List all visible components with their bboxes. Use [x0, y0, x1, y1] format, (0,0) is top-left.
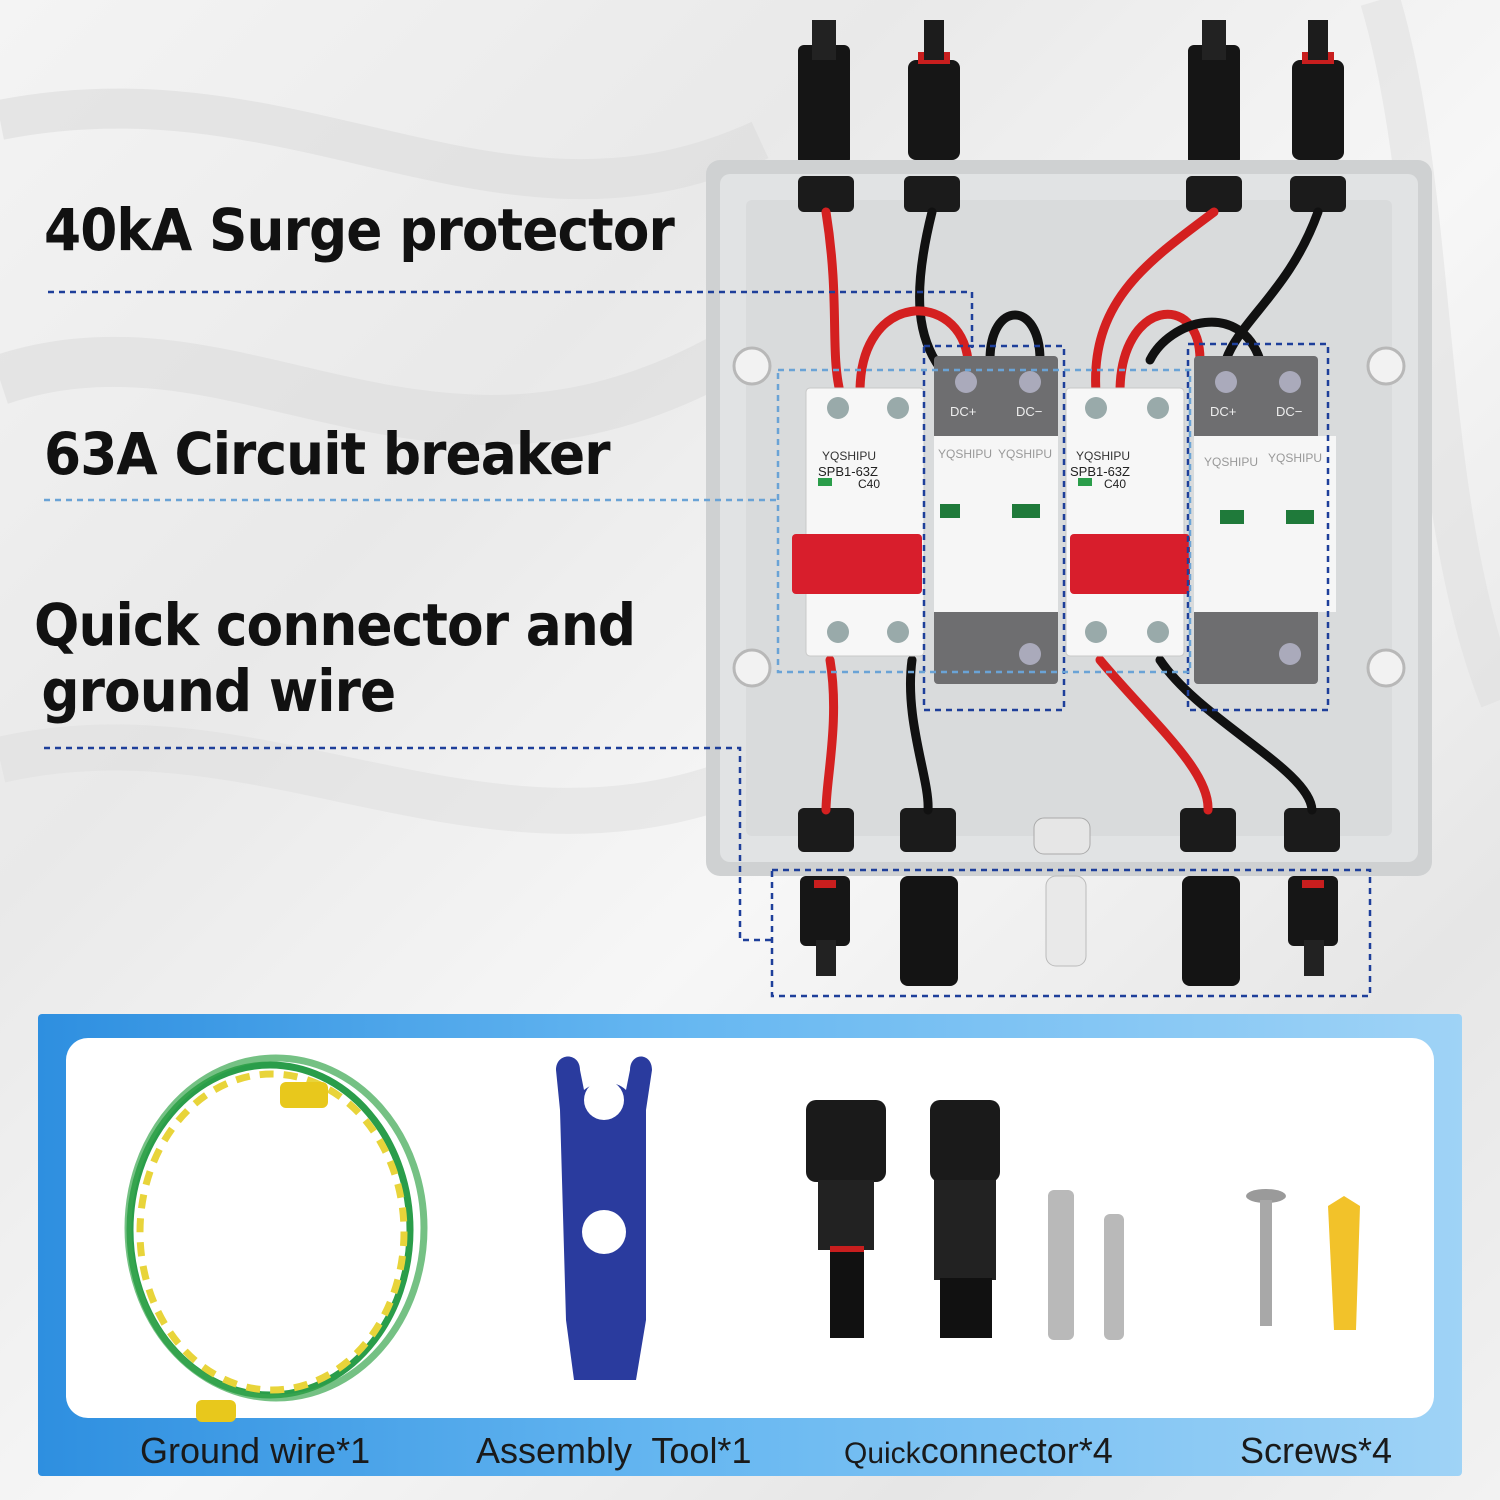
- quick-connector-caption-prefix: Quick: [844, 1437, 921, 1470]
- spd-1-brand: YQSHIPU: [938, 447, 992, 461]
- quick-connector-callout-line1: Quick connector and: [34, 591, 636, 659]
- cable-glands: [798, 176, 1346, 855]
- callout-leader-lines: [44, 290, 1372, 998]
- circuit-breaker-callout: 63A Circuit breaker: [44, 420, 611, 488]
- quick-connector-caption-main: connector*4: [920, 1430, 1113, 1471]
- breaker-1-brand: YQSHIPU: [822, 449, 876, 463]
- surge-protector-callout: 40kA Surge protector: [44, 196, 675, 264]
- breaker-2-rating: C40: [1104, 477, 1126, 491]
- top-mc4-connectors: [798, 20, 1344, 165]
- accessories-card: [66, 1038, 1434, 1418]
- combiner-box-illustration: YQSHIPU SPB1-63Z C40 DC+ DC− YQSHIPU YQS…: [44, 20, 1432, 998]
- breaker-2-brand: YQSHIPU: [1076, 449, 1130, 463]
- quick-connector-caption: Quickconnector*4: [844, 1430, 1113, 1472]
- spd-2-brand: YQSHIPU: [1204, 455, 1258, 469]
- spd-2-dc-plus: DC+: [1210, 404, 1236, 419]
- spd-1-dc-minus: DC−: [1016, 404, 1042, 419]
- bottom-mc4-connectors: [800, 875, 1338, 986]
- circuit-breaker-2: YQSHIPU SPB1-63Z C40: [1065, 387, 1190, 657]
- spd-2-brand-b: YQSHIPU: [1268, 451, 1322, 465]
- surge-protector-2: DC+ DC− YQSHIPU YQSHIPU: [1194, 356, 1336, 684]
- assembly-tool-caption: Assembly Tool*1: [476, 1430, 752, 1471]
- ground-wire-caption: Ground wire*1: [140, 1430, 371, 1471]
- breaker-2-model: SPB1-63Z: [1070, 464, 1130, 479]
- spd-2-dc-minus: DC−: [1276, 404, 1302, 419]
- screws-caption: Screws*4: [1240, 1430, 1393, 1471]
- surge-protector-1: DC+ DC− YQSHIPU YQSHIPU: [934, 356, 1058, 684]
- spd-1-brand-b: YQSHIPU: [998, 447, 1052, 461]
- quick-connector-callout: Quick connector and ground wire: [34, 591, 636, 725]
- spd-1-dc-plus: DC+: [950, 404, 976, 419]
- circuit-breaker-1: YQSHIPU SPB1-63Z C40: [792, 387, 925, 657]
- breaker-1-rating: C40: [858, 477, 880, 491]
- breaker-1-model: SPB1-63Z: [818, 464, 878, 479]
- wiring: [821, 207, 1323, 815]
- quick-connector-callout-line2: ground wire: [41, 657, 396, 725]
